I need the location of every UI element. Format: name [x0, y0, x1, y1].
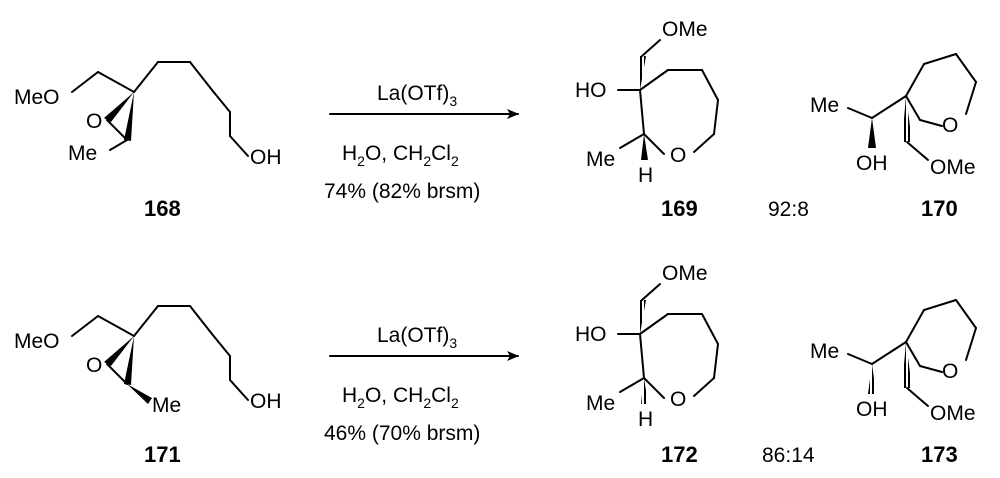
reagent-text: La(OTf)3	[377, 82, 457, 109]
oh-label: OH	[856, 152, 888, 175]
product-molecule-169: OMe HO Me H O	[575, 18, 719, 187]
compound-number-168: 168	[144, 196, 181, 221]
ring-o-label: O	[670, 144, 686, 167]
me-label: Me	[152, 394, 181, 417]
product-molecule-172: OMe HO Me H O	[575, 262, 719, 431]
product-molecule-170: Me OH O OMe	[810, 53, 977, 179]
yield-text: 46% (70% brsm)	[324, 422, 480, 445]
epoxide-o-label: O	[86, 354, 102, 377]
compound-number-173: 173	[921, 442, 958, 467]
meo-label: MeO	[14, 330, 60, 353]
me-label: Me	[810, 94, 839, 117]
h-label: H	[638, 164, 653, 187]
meo-label: MeO	[14, 86, 60, 109]
ome-label: OMe	[930, 402, 976, 425]
ratio-text: 86:14	[762, 444, 815, 467]
ome-label: OMe	[930, 156, 976, 179]
ho-label: HO	[575, 79, 607, 102]
solvent-text: H2O, CH2Cl2	[342, 142, 459, 169]
yield-text: 74% (82% brsm)	[324, 180, 480, 203]
me-label: Me	[810, 340, 839, 363]
reaction-1: MeO O Me OH 168 La(OTf)3 H2O, CH2Cl2 74%…	[14, 18, 977, 221]
ho-label: HO	[575, 323, 607, 346]
compound-number-171: 171	[144, 442, 181, 467]
epoxide-o-label: O	[86, 110, 102, 133]
ring-o-label: O	[670, 388, 686, 411]
oh-label: OH	[250, 390, 282, 413]
oh-label: OH	[856, 398, 888, 421]
me-label: Me	[68, 142, 97, 165]
compound-number-170: 170	[921, 196, 958, 221]
start-molecule-171: MeO O Me OH	[14, 305, 282, 417]
me-label: Me	[586, 392, 615, 415]
ring-o-label: O	[942, 360, 958, 383]
ring-o-label: O	[942, 114, 958, 137]
start-molecule-168: MeO O Me OH	[14, 61, 282, 169]
oh-label: OH	[250, 146, 282, 169]
reagent-text: La(OTf)3	[377, 324, 457, 351]
solvent-text: H2O, CH2Cl2	[342, 384, 459, 411]
ratio-text: 92:8	[768, 198, 809, 221]
me-label: Me	[586, 148, 615, 171]
reaction-2: MeO O Me OH 171 La(OTf)3 H2O, CH2Cl2 46%…	[14, 262, 977, 467]
ome-label: OMe	[662, 262, 708, 285]
h-label: H	[638, 408, 653, 431]
product-molecule-173: Me OH O OMe	[810, 299, 977, 425]
compound-number-169: 169	[661, 196, 698, 221]
ome-label: OMe	[662, 18, 708, 41]
compound-number-172: 172	[661, 442, 698, 467]
